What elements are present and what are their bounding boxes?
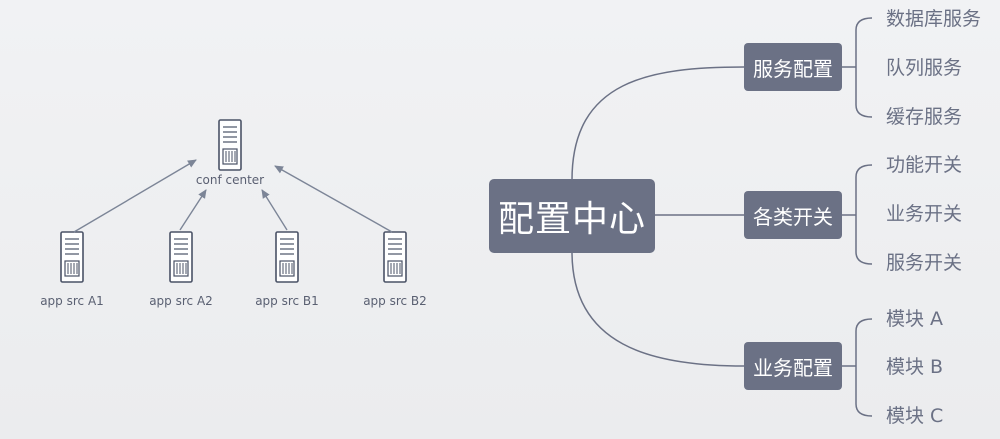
server-b1-label: app src B1: [255, 294, 319, 308]
leaf-branch-1-item-3: 缓存服务: [886, 106, 963, 128]
leaf-branch-3-item-1: 模块 A: [886, 308, 944, 330]
branch-node-switches: 各类开关: [744, 191, 842, 239]
leaf-branch-3-item-2: 模块 B: [886, 356, 944, 378]
arrow-b1: [261, 189, 288, 231]
server-a1-icon: [60, 231, 84, 283]
bracket-branch-2: [855, 164, 873, 265]
conf-center-server-icon: [218, 119, 242, 171]
bracket-branch-3: [855, 318, 873, 417]
server-b2-label: app src B2: [363, 294, 427, 308]
leaf-branch-3-item-3: 模块 C: [886, 405, 944, 427]
leaf-branch-2-item-2: 业务开关: [886, 203, 963, 225]
arrow-a1: [73, 159, 197, 233]
server-a2-label: app src A2: [149, 294, 213, 308]
server-b2-icon: [383, 231, 407, 283]
branch-node-service-config: 服务配置: [744, 43, 842, 91]
leaf-branch-2-item-3: 服务开关: [886, 252, 963, 274]
arrow-b2: [274, 165, 393, 233]
leaf-branch-1-item-2: 队列服务: [886, 57, 963, 79]
connector-root-branch-1: [571, 66, 745, 181]
arrow-a2: [179, 189, 207, 231]
connector-root-branch-3: [571, 251, 745, 367]
server-a1-label: app src A1: [40, 294, 104, 308]
bracket-branch-1: [855, 17, 873, 118]
conf-center-label: conf center: [195, 173, 265, 187]
mindmap-root-node: 配置中心: [489, 179, 655, 253]
leaf-branch-2-item-1: 功能开关: [886, 154, 963, 176]
leaf-branch-1-item-1: 数据库服务: [886, 8, 982, 30]
branch-node-business-config: 业务配置: [744, 342, 842, 390]
server-b1-icon: [275, 231, 299, 283]
server-a2-icon: [169, 231, 193, 283]
